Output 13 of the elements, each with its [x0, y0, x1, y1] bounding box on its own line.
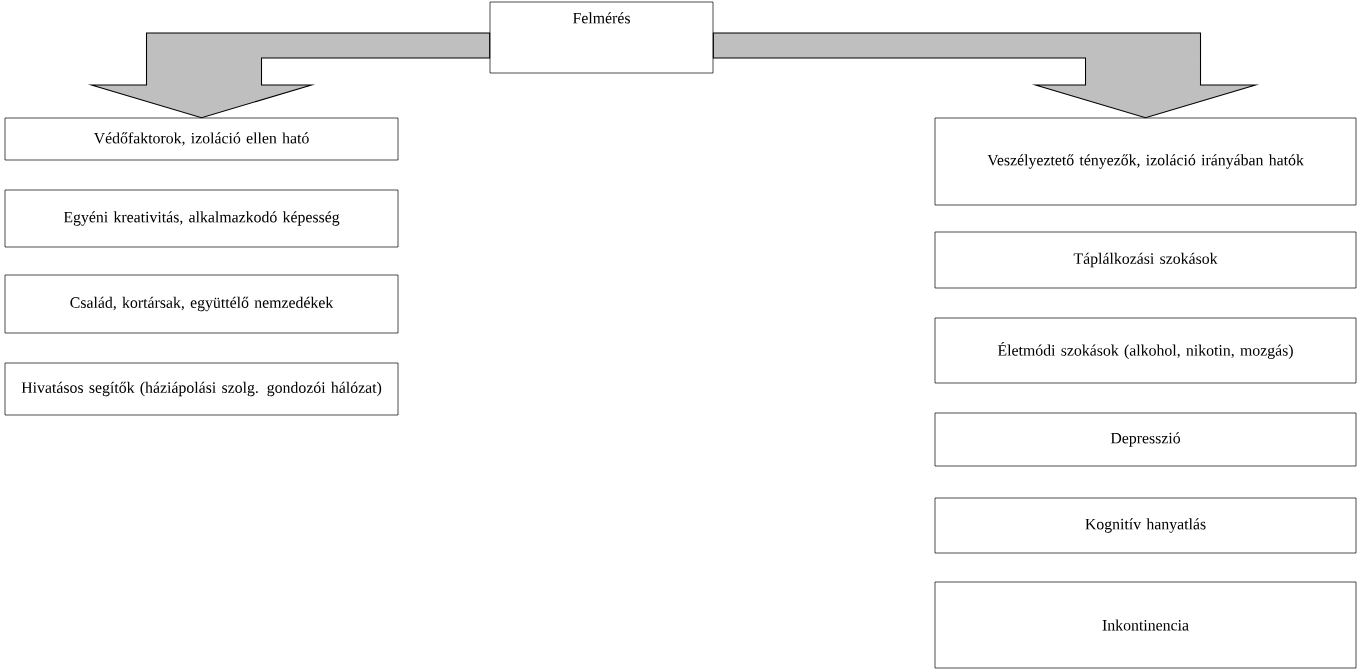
text-box: Depresszió — [934, 412, 1357, 467]
text-box: Felmérés — [489, 1, 714, 74]
text-box: Inkontinencia — [934, 581, 1357, 669]
text-box: Veszélyeztető tényezők, izoláció irányában hatók — [934, 117, 1357, 206]
block-arrow — [87, 32, 491, 119]
text-box: Egyéni kreativitás, alkalmazkodó képesség — [4, 189, 399, 248]
text-box: Védőfaktorok, izoláció ellen ható — [4, 117, 399, 161]
text-box: Család, kortársak, együttélő nemzedékek — [4, 274, 399, 334]
block-arrow — [712, 32, 1260, 119]
text-box: Táplálkozási szokások — [934, 231, 1357, 289]
text-box: Kognitív hanyatlás — [934, 497, 1357, 554]
text-box: Életmódi szokások (alkohol, nikotin, mozgás) — [934, 317, 1357, 384]
text-box: Hivatásos segítők (háziápolási szolg. gondozói hálózat) — [4, 362, 399, 416]
